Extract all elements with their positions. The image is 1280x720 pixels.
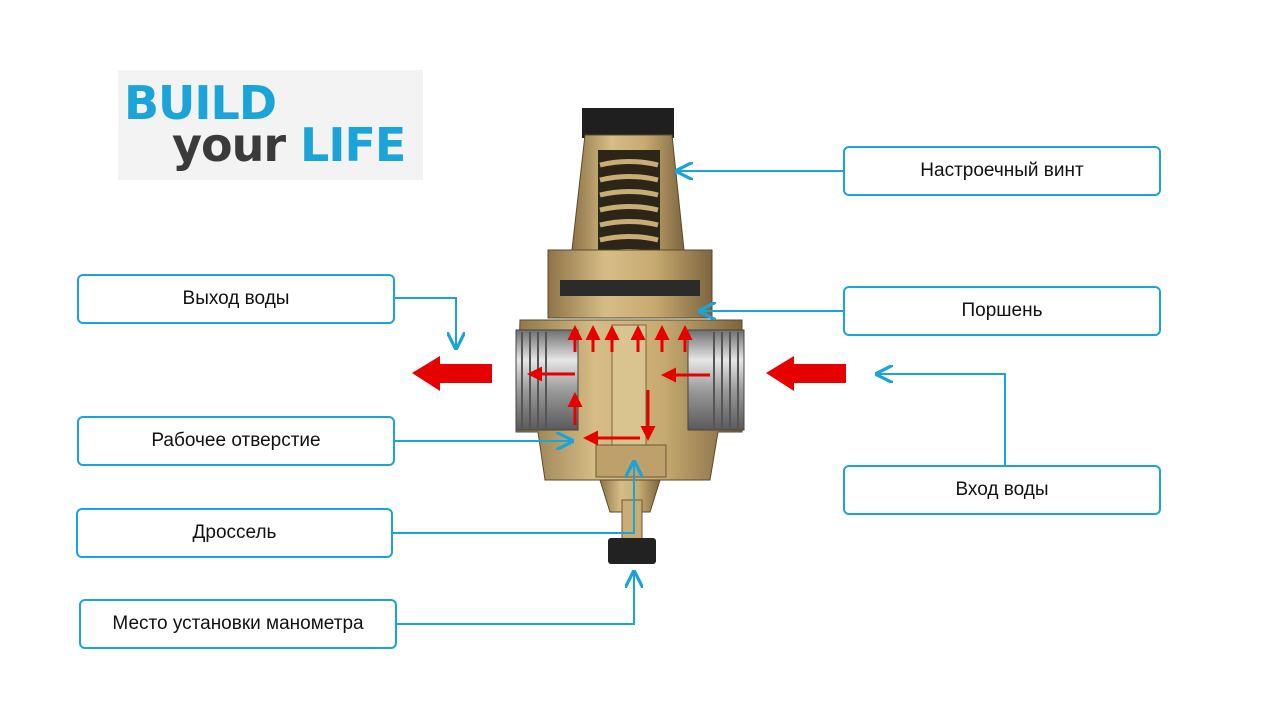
label-adjusting-screw: Настроечный винт: [843, 146, 1161, 196]
spring-chamber: [598, 150, 660, 250]
inlet-port: [687, 329, 745, 431]
label-working-hole: Рабочее отверстие: [77, 416, 395, 466]
throttle-disc: [595, 444, 667, 478]
logo-word-your: your: [172, 118, 286, 172]
brand-logo: BUILD your LIFE: [118, 70, 423, 180]
label-water-inlet: Вход воды: [843, 465, 1161, 515]
valve-lower-body: [599, 479, 661, 513]
valve-body: [515, 108, 745, 564]
label-gauge-mount: Место установки манометра: [79, 599, 397, 649]
flow-arrows: [412, 325, 846, 446]
inlet-thread: [713, 332, 739, 428]
logo-line-your-life: your LIFE: [172, 118, 406, 172]
logo-word-life: LIFE: [300, 118, 406, 172]
outlet-flow-arrow: [412, 356, 492, 391]
valve-stem: [611, 324, 647, 446]
label-throttle: Дроссель: [76, 508, 393, 558]
inlet-flow-arrow: [766, 356, 846, 391]
leader-lines: [393, 171, 1006, 625]
logo-line-build: BUILD: [124, 76, 277, 130]
valve-cap: [582, 108, 674, 138]
label-water-outlet: Выход воды: [77, 274, 395, 324]
piston-seal: [560, 280, 700, 296]
gauge-port-plug: [608, 538, 656, 564]
label-piston: Поршень: [843, 286, 1161, 336]
